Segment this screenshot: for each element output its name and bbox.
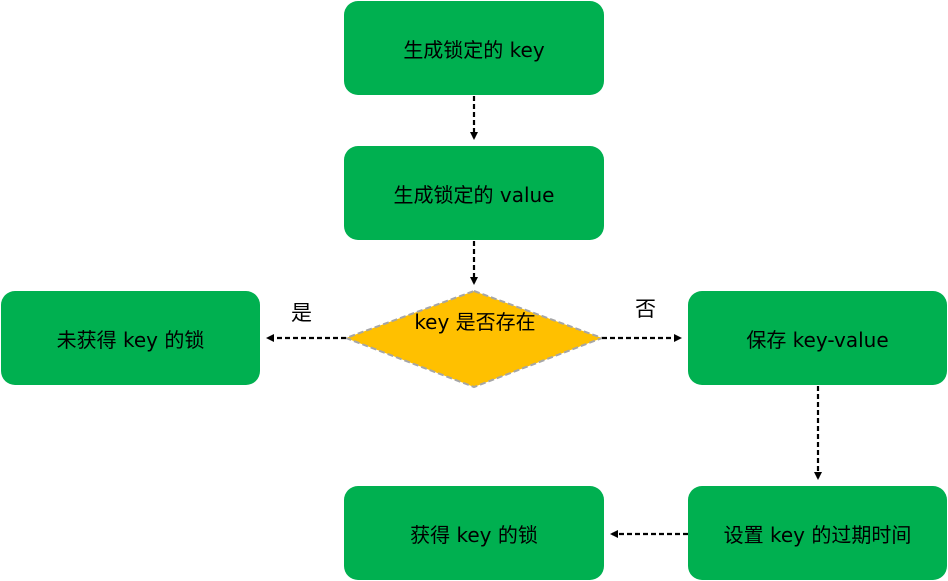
generate-value-node: 生成锁定的 value xyxy=(344,146,604,240)
save-kv-node: 保存 key-value xyxy=(688,291,947,385)
generate-key-label: 生成锁定的 key xyxy=(403,37,545,62)
set-expire-node: 设置 key 的过期时间 xyxy=(688,486,947,580)
acquired-node: 获得 key 的锁 xyxy=(344,486,604,580)
save-kv-label: 保存 key-value xyxy=(746,327,889,352)
yes-edge-label: 是 xyxy=(291,301,312,325)
decision-diamond xyxy=(343,289,605,389)
decision-label: key 是否存在 xyxy=(414,310,536,334)
acquired-label: 获得 key 的锁 xyxy=(410,522,538,547)
generate-value-label: 生成锁定的 value xyxy=(393,182,555,207)
not-acquired-node: 未获得 key 的锁 xyxy=(1,291,260,385)
set-expire-label: 设置 key 的过期时间 xyxy=(723,522,912,547)
not-acquired-label: 未获得 key 的锁 xyxy=(56,327,205,352)
no-edge-label: 否 xyxy=(635,297,656,321)
generate-key-node: 生成锁定的 key xyxy=(344,1,604,95)
